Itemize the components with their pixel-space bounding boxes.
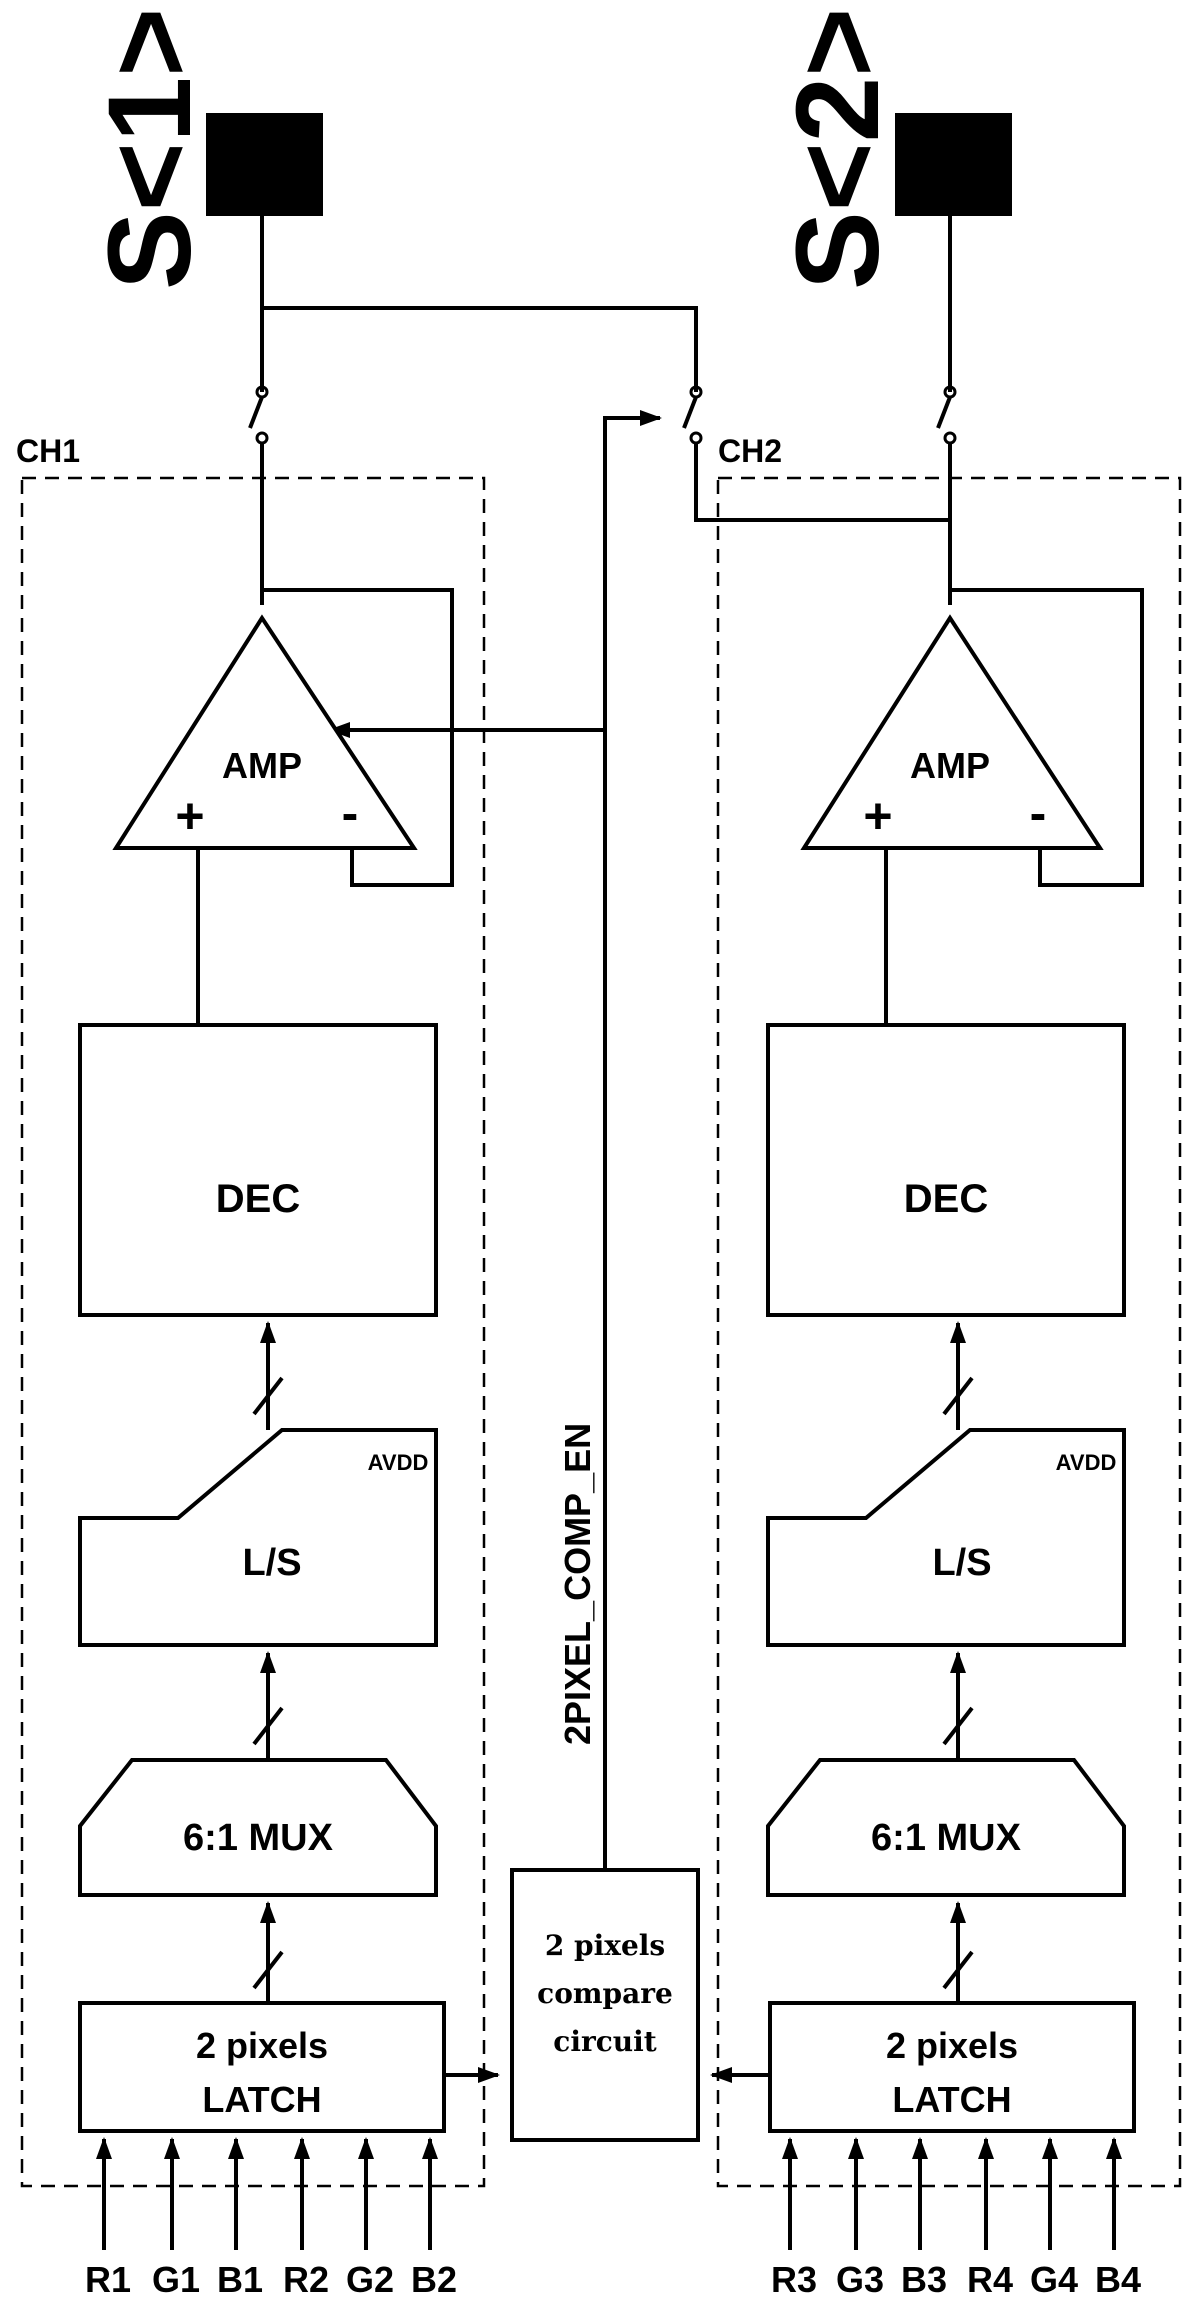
ch1-amp-label: AMP bbox=[222, 745, 302, 786]
ch2-input-label: R4 bbox=[967, 2259, 1013, 2300]
pad-s2-square bbox=[895, 113, 1012, 216]
ch2-input-label: G3 bbox=[836, 2259, 884, 2300]
ch2-amp bbox=[804, 618, 1100, 848]
ch2-dec bbox=[768, 1025, 1124, 1315]
ch2-avdd-label: AVDD bbox=[1056, 1450, 1117, 1475]
ch1-label: CH1 bbox=[16, 433, 80, 469]
ch2-input-label: B3 bbox=[901, 2259, 947, 2300]
ch2-dec-label: DEC bbox=[904, 1177, 988, 1221]
compare-line2: compare bbox=[537, 1977, 673, 2010]
ch1-input-label: G2 bbox=[346, 2259, 394, 2300]
ch2-latch-line2: LATCH bbox=[892, 2079, 1011, 2120]
ch1-avdd-label: AVDD bbox=[368, 1450, 429, 1475]
ch2-input-label: G4 bbox=[1030, 2259, 1078, 2300]
ch1-input-label: R1 bbox=[85, 2259, 131, 2300]
switch-ch1 bbox=[250, 387, 267, 605]
ch2-amp-label: AMP bbox=[910, 745, 990, 786]
ch1-input-label: B2 bbox=[411, 2259, 457, 2300]
ch2-input-label: B4 bbox=[1095, 2259, 1141, 2300]
channel-2: CH2 AMP + - DEC AVDD L/S 6:1 MUX 2 pixel… bbox=[712, 433, 1180, 2300]
ch1-mux-label: 6:1 MUX bbox=[183, 1817, 334, 1859]
ch2-latch-line1: 2 pixels bbox=[886, 2025, 1018, 2066]
ch2-mux-label: 6:1 MUX bbox=[871, 1817, 1022, 1859]
ch1-dec-label: DEC bbox=[216, 1177, 300, 1221]
ch1-amp-plus: + bbox=[175, 788, 204, 844]
ch1-latch-line2: LATCH bbox=[202, 2079, 321, 2120]
ch1-dec bbox=[80, 1025, 436, 1315]
pad-s1-label: S<1> bbox=[84, 8, 216, 290]
ch1-ls-label: L/S bbox=[242, 1542, 301, 1584]
ch2-ls-label: L/S bbox=[932, 1542, 991, 1584]
ch1-latch-line1: 2 pixels bbox=[196, 2025, 328, 2066]
ch2-amp-minus: - bbox=[1030, 785, 1047, 841]
compare-line3: circuit bbox=[553, 2025, 656, 2058]
ch2-input-label: R3 bbox=[771, 2259, 817, 2300]
ch2-amp-plus: + bbox=[863, 788, 892, 844]
channel-1: CH1 AMP + - DEC AVDD L/S 6:1 MUX 2 pixel… bbox=[16, 433, 498, 2300]
compare-line1: 2 pixels bbox=[545, 1929, 665, 1962]
ch2-inputs: R3 G3 B3 R4 G4 B4 bbox=[771, 2139, 1141, 2300]
enable-signal-label: 2PIXEL_COMP_EN bbox=[557, 1423, 598, 1745]
cross-wire bbox=[262, 308, 696, 392]
switch-ch2 bbox=[938, 387, 955, 605]
pad-s1: S<1> bbox=[84, 8, 323, 290]
pad-s2: S<2> bbox=[772, 8, 1012, 290]
pad-s1-square bbox=[206, 113, 323, 216]
ch1-input-label: G1 bbox=[152, 2259, 200, 2300]
ch1-inputs: R1 G1 B1 R2 G2 B2 bbox=[85, 2139, 457, 2300]
enable-to-switch bbox=[605, 418, 660, 1870]
ch2-label: CH2 bbox=[718, 433, 782, 469]
ch1-input-label: B1 bbox=[217, 2259, 263, 2300]
pad-s2-label: S<2> bbox=[772, 8, 904, 290]
ch1-amp-minus: - bbox=[342, 785, 359, 841]
compare-circuit: 2 pixels compare circuit bbox=[512, 1870, 698, 2140]
ch1-amp bbox=[116, 618, 414, 848]
ch1-input-label: R2 bbox=[283, 2259, 329, 2300]
